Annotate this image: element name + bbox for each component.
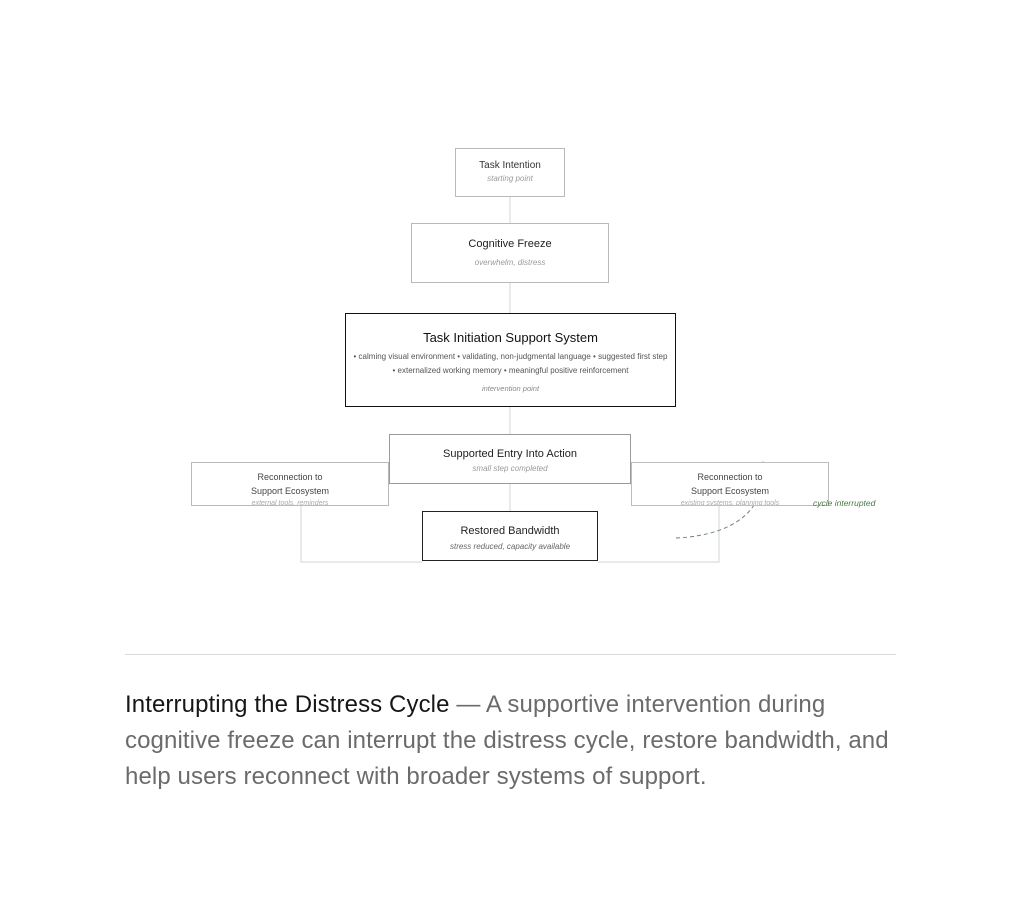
reconnect-right-subtitle: existing systems, planning tools	[680, 500, 780, 506]
reconnect-left-title-1: Reconnection to	[257, 472, 323, 482]
distress-cycle-diagram: Task Intention starting point Cognitive …	[191, 148, 876, 563]
connector-lines	[300, 197, 769, 563]
caption-divider	[125, 654, 896, 655]
caption-title: Interrupting the Distress Cycle	[125, 691, 450, 718]
reconnect-left-subtitle: external tools, reminders	[251, 500, 329, 506]
support-system-title: Task Initiation Support System	[423, 330, 598, 345]
support-system-subtitle: intervention point	[481, 384, 540, 393]
connector-right-loop	[598, 506, 720, 563]
restored-bandwidth-box: Restored Bandwidth stress reduced, capac…	[422, 511, 598, 561]
cognitive-freeze-subtitle: overwhelm, distress	[474, 258, 546, 267]
figure-caption: Interrupting the Distress Cycle — A supp…	[125, 687, 915, 795]
task-intention-title: Task Intention	[479, 160, 541, 171]
support-system-features-2: • externalized working memory • meaningf…	[392, 366, 629, 375]
supported-entry-title: Supported Entry Into Action	[443, 448, 577, 460]
cognitive-freeze-title: Cognitive Freeze	[468, 238, 552, 250]
reconnect-left-box: Reconnection to Support Ecosystem extern…	[191, 462, 389, 506]
connector-left-loop	[300, 506, 422, 563]
restored-bandwidth-title: Restored Bandwidth	[460, 525, 560, 537]
support-system-features-1: • calming visual environment • validatin…	[353, 352, 668, 361]
reconnect-right-title-1: Reconnection to	[697, 472, 763, 482]
reconnect-right-title-2: Support Ecosystem	[690, 486, 770, 496]
caption-separator: —	[449, 691, 486, 718]
cognitive-freeze-box: Cognitive Freeze overwhelm, distress	[411, 223, 609, 283]
reconnect-right-box: Reconnection to Support Ecosystem existi…	[631, 462, 829, 506]
cycle-interrupted-label: cycle interrupted	[813, 498, 876, 508]
reconnect-left-title-2: Support Ecosystem	[250, 486, 330, 496]
supported-entry-subtitle: small step completed	[472, 464, 548, 473]
restored-bandwidth-subtitle: stress reduced, capacity available	[449, 542, 571, 551]
task-intention-subtitle: starting point	[487, 174, 533, 183]
caption-body: A supportive intervention during cogniti…	[125, 691, 889, 790]
support-system-box: Task Initiation Support System • calming…	[345, 313, 676, 407]
task-intention-box: Task Intention starting point	[455, 148, 565, 197]
supported-entry-box: Supported Entry Into Action small step c…	[389, 434, 631, 484]
